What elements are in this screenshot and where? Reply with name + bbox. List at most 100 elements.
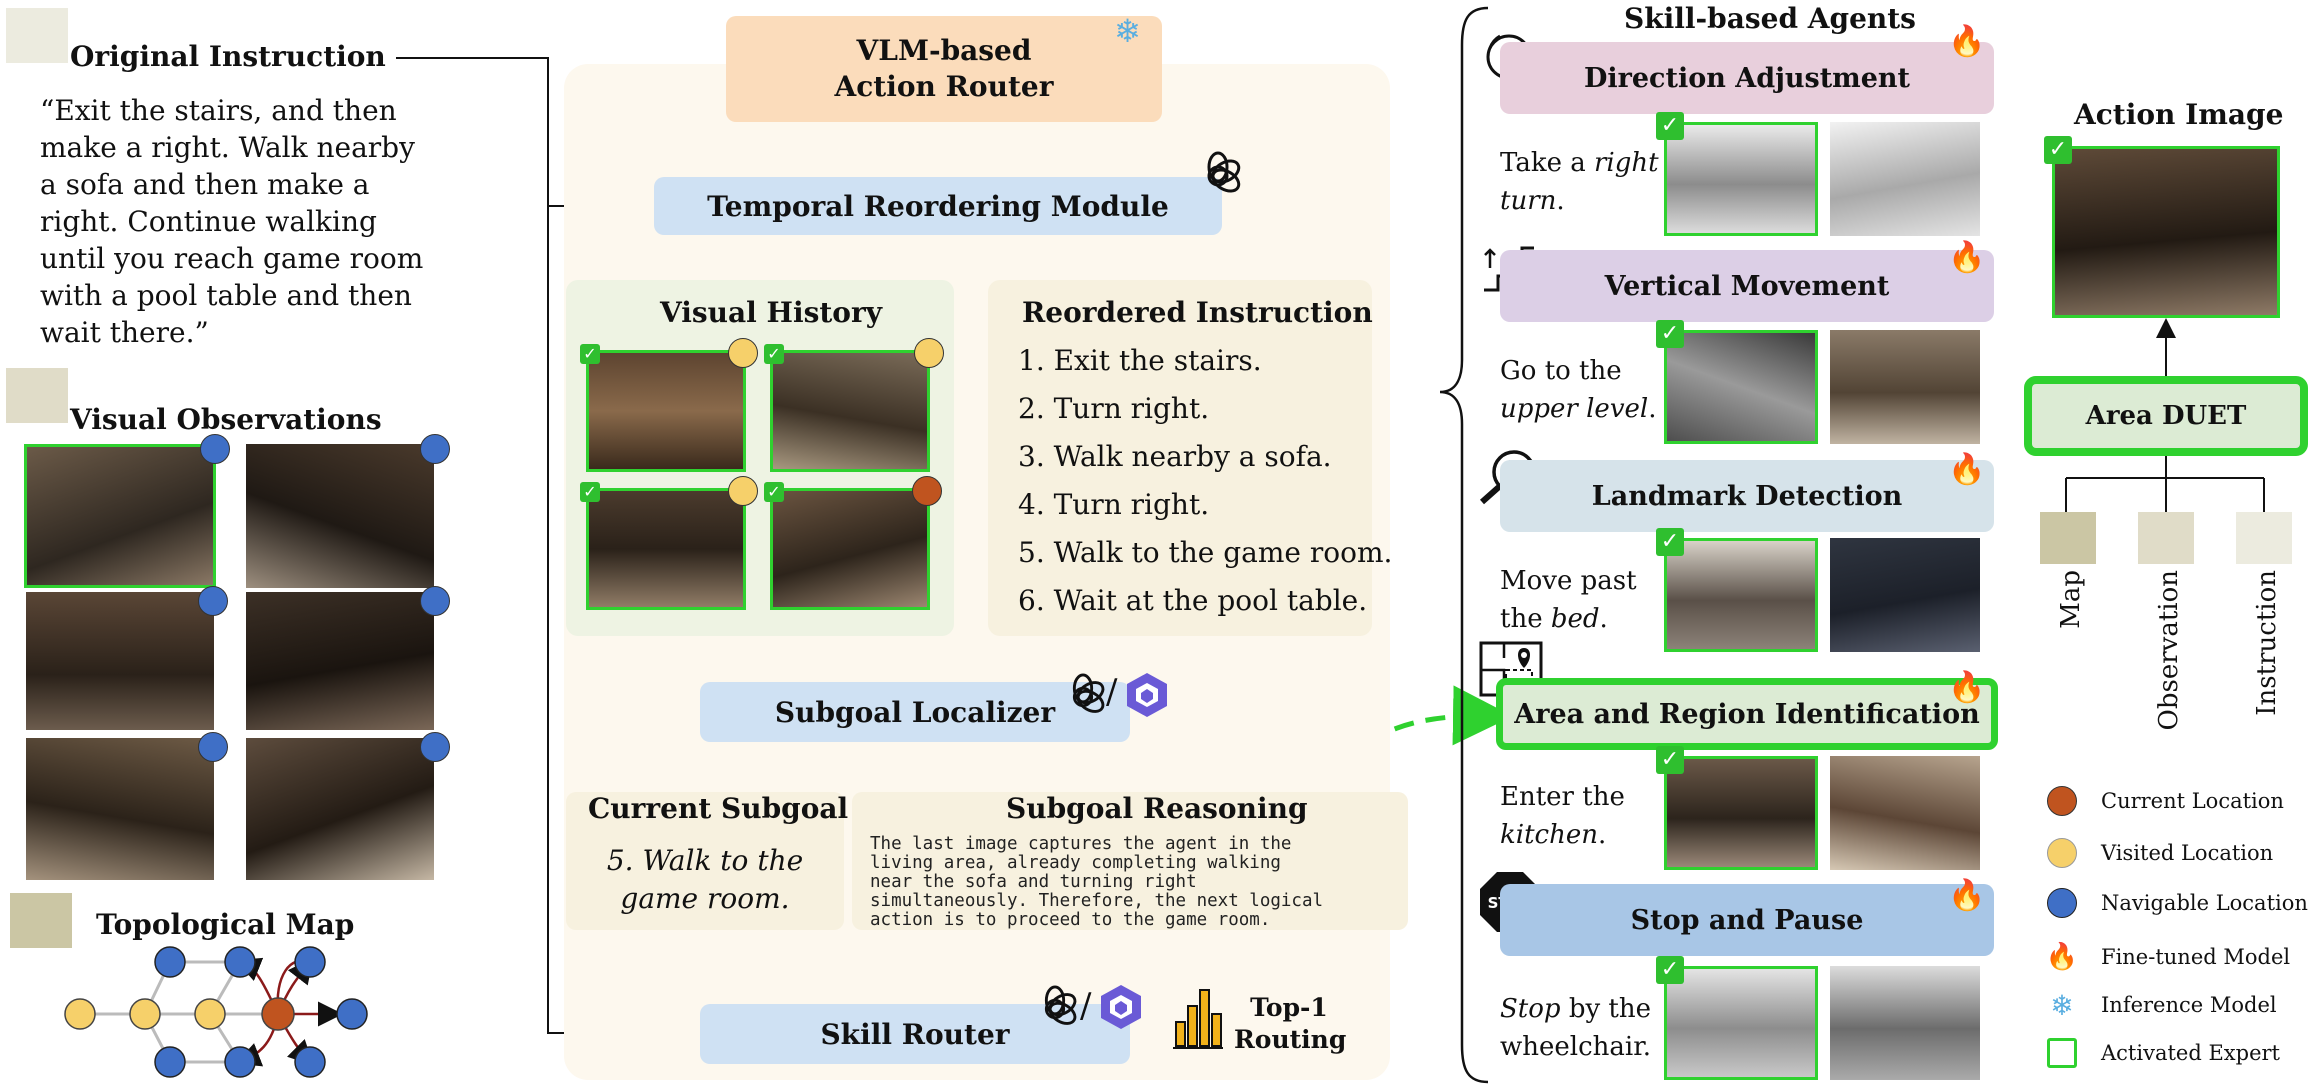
slash-separator: / xyxy=(1106,672,1118,712)
action-image xyxy=(2052,146,2280,318)
instruction-swatch xyxy=(6,8,68,63)
observation-image xyxy=(26,592,214,730)
reordered-instruction-title: Reordered Instruction xyxy=(1022,296,1373,329)
legend-item: ❄ Inference Model xyxy=(2045,988,2276,1022)
reordered-item: 3. Walk nearby a sofa. xyxy=(1018,440,1332,473)
gpt-logo-icon xyxy=(1044,985,1077,1025)
checkmark-icon: ✓ xyxy=(1656,528,1684,556)
fire-icon: 🔥 xyxy=(1948,670,1986,705)
gpt-logo-icon xyxy=(1072,673,1105,713)
skill-label: Landmark Detection xyxy=(1591,480,1903,512)
instruction-input-label: Instruction xyxy=(2252,570,2282,716)
caption-part: the xyxy=(1500,604,1551,634)
caption-part: bed xyxy=(1550,604,1600,634)
subgoal-reasoning-text: The last image captures the agent in the… xyxy=(870,835,1323,930)
caption-part: upper level xyxy=(1500,394,1649,424)
legend-item: Current Location xyxy=(2045,784,2284,818)
fire-icon: 🔥 xyxy=(1948,240,1986,275)
skill-label: Area and Region Identification xyxy=(1514,698,1980,730)
top1-line: Top-1 xyxy=(1250,993,1328,1022)
checkmark-icon: ✓ xyxy=(2044,136,2072,164)
subgoal-localizer-label: Subgoal Localizer xyxy=(774,695,1056,729)
legend-label: Activated Expert xyxy=(2101,1041,2280,1065)
checkmark-icon: ✓ xyxy=(580,482,600,502)
visited-dot xyxy=(914,338,944,368)
caption-part: by the xyxy=(1560,994,1652,1024)
observation-swatch xyxy=(6,368,68,423)
skill-image xyxy=(1830,538,1980,652)
green-square-icon xyxy=(2045,1036,2079,1070)
skill-agents-title: Skill-based Agents xyxy=(1624,2,1916,35)
snowflake-icon: ❄ xyxy=(2050,988,2074,1022)
instruction-input-label-wrap: Instruction xyxy=(2246,570,2286,720)
caption-part: Move past xyxy=(1500,566,1637,596)
fire-icon: 🔥 xyxy=(2045,942,2079,972)
gpt-logo-icon xyxy=(1207,151,1241,193)
observation-image xyxy=(246,738,434,880)
skill-image xyxy=(1830,966,1980,1080)
reordered-item: 2. Turn right. xyxy=(1018,392,1210,425)
current-dot xyxy=(912,476,942,506)
temporal-module-label: Temporal Reordering Module xyxy=(707,189,1169,223)
legend-item: Visited Location xyxy=(2045,836,2273,870)
visual-history-title: Visual History xyxy=(660,296,883,329)
caption-part: Enter the xyxy=(1500,782,1625,812)
history-image xyxy=(586,488,746,610)
legend-label: Current Location xyxy=(2101,789,2284,813)
skill-area-region-identification: Area and Region Identification xyxy=(1496,678,1998,750)
legend-label: Visited Location xyxy=(2101,841,2274,865)
qwen-logo-icon xyxy=(1101,985,1141,1029)
skills-brace xyxy=(1439,6,1489,1084)
reordered-item: 4. Turn right. xyxy=(1018,488,1210,521)
skill-image xyxy=(1664,538,1818,652)
caption-part: Go to the xyxy=(1500,356,1622,386)
skill-stop-and-pause: Stop and Pause xyxy=(1500,884,1994,956)
skill-vertical-movement: Vertical Movement xyxy=(1500,250,1994,322)
topological-map-graph xyxy=(64,946,368,1078)
checkmark-icon: ✓ xyxy=(1656,112,1684,140)
reordered-instruction-panel xyxy=(988,280,1372,636)
caption-part: right xyxy=(1594,148,1659,178)
history-image xyxy=(586,350,746,472)
map-swatch xyxy=(10,893,72,948)
top1-routing-label: Top-1 Routing xyxy=(1234,992,1346,1056)
current-location-dot-icon xyxy=(2045,784,2079,818)
reordered-item: 6. Wait at the pool table. xyxy=(1018,584,1368,617)
reordered-list: 1. Exit the stairs. 2. Turn right. 3. Wa… xyxy=(1018,337,1392,625)
router-title-line2: Action Router xyxy=(834,70,1054,103)
action-image-title: Action Image xyxy=(2074,98,2284,131)
skill-landmark-detection: Landmark Detection xyxy=(1500,460,1994,532)
visited-dot xyxy=(728,338,758,368)
skill-image xyxy=(1664,330,1818,444)
map-input-label-wrap: Map xyxy=(2050,570,2090,720)
map-input-swatch xyxy=(2040,512,2096,564)
current-subgoal-title: Current Subgoal xyxy=(588,792,849,825)
skill-label: Vertical Movement xyxy=(1604,270,1890,302)
checkmark-icon: ✓ xyxy=(580,344,600,364)
area-duet-label: Area DUET xyxy=(2085,401,2247,431)
instruction-input-swatch xyxy=(2236,512,2292,564)
legend-item: Activated Expert xyxy=(2045,1036,2280,1070)
caption-part: turn xyxy=(1500,186,1557,216)
temporal-reordering-module: Temporal Reordering Module xyxy=(654,177,1222,235)
router-title-line1: VLM-based xyxy=(856,34,1032,67)
caption-part: kitchen xyxy=(1500,820,1598,850)
caption-part: Stop xyxy=(1500,994,1561,1024)
checkmark-icon: ✓ xyxy=(764,482,784,502)
navigable-dot xyxy=(420,434,450,464)
bar-chart-icon xyxy=(1173,989,1223,1049)
observation-input-label: Observation xyxy=(2154,570,2184,731)
reasoning-line: simultaneously. Therefore, the next logi… xyxy=(870,891,1324,911)
legend-label: Fine-tuned Model xyxy=(2101,945,2291,969)
subgoal-localizer: Subgoal Localizer xyxy=(700,682,1130,742)
navigable-dot xyxy=(420,586,450,616)
qwen-logo-icon xyxy=(1127,673,1167,717)
current-subgoal-text: 5. Walk to the game room. xyxy=(566,842,844,918)
reasoning-line: action is to proceed to the game room. xyxy=(870,910,1271,930)
fire-icon: 🔥 xyxy=(1948,24,1986,59)
checkmark-icon: ✓ xyxy=(1656,746,1684,774)
